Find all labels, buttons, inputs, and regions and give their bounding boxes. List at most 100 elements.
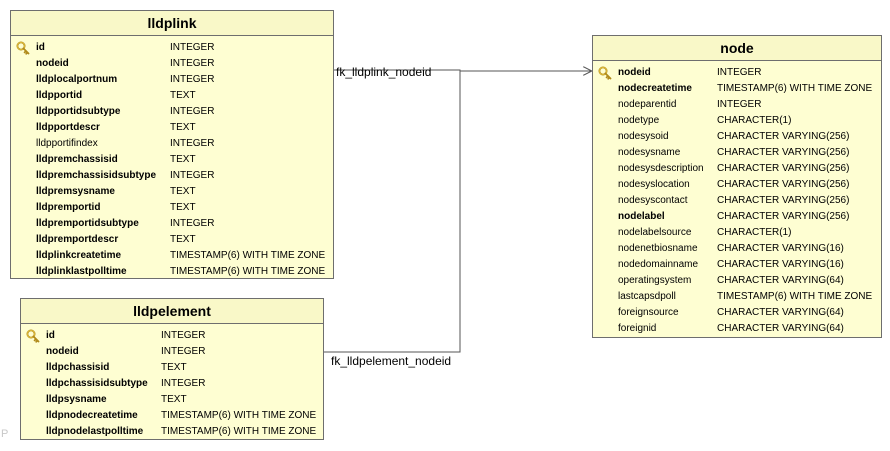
column-row: lldpnodelastpolltime TIMESTAMP(6) WITH TI… <box>21 424 323 440</box>
column-name: lldpportdescr <box>36 122 100 133</box>
column-type: TEXT <box>170 186 196 197</box>
column-name: nodedomainname <box>618 259 699 270</box>
column-type: CHARACTER VARYING(256) <box>717 195 850 206</box>
column-row: nodesysoid CHARACTER VARYING(256) <box>593 129 881 145</box>
column-type: INTEGER <box>717 67 762 78</box>
column-type: TEXT <box>170 202 196 213</box>
column-name: lldpremchassisidsubtype <box>36 170 157 181</box>
column-name: nodesyscontact <box>618 195 688 206</box>
column-row: nodetype CHARACTER(1) <box>593 113 881 129</box>
column-type: CHARACTER VARYING(256) <box>717 131 850 142</box>
column-type: TIMESTAMP(6) WITH TIME ZONE <box>717 83 873 94</box>
column-row: lldpremportdescr TEXT <box>11 232 333 248</box>
column-name: nodelabelsource <box>618 227 692 238</box>
entity-title: node <box>593 36 881 61</box>
column-type: INTEGER <box>161 378 206 389</box>
column-row: nodedomainname CHARACTER VARYING(16) <box>593 257 881 273</box>
watermark-text: P <box>1 428 9 440</box>
column-name: foreignid <box>618 323 657 334</box>
column-name: lldpchassisid <box>46 362 110 373</box>
column-type: TIMESTAMP(6) WITH TIME ZONE <box>717 291 873 302</box>
column-name: nodeid <box>618 67 651 78</box>
column-type: TIMESTAMP(6) WITH TIME ZONE <box>170 266 326 277</box>
column-name: lldpportifindex <box>36 138 98 149</box>
column-name: lldplinkcreatetime <box>36 250 122 261</box>
column-name: lldpsysname <box>46 394 107 405</box>
column-row: lldpchassisid TEXT <box>21 360 323 376</box>
column-type: INTEGER <box>170 42 215 53</box>
column-name: nodetype <box>618 115 660 126</box>
column-name: lldpnodecreatetime <box>46 410 138 421</box>
column-type: CHARACTER VARYING(256) <box>717 211 850 222</box>
column-type: TEXT <box>161 394 187 405</box>
entity-title: lldplink <box>11 11 333 36</box>
column-name: nodesysoid <box>618 131 669 142</box>
column-type: INTEGER <box>161 346 206 357</box>
column-type: TEXT <box>170 90 196 101</box>
column-type: CHARACTER(1) <box>717 115 792 126</box>
column-name: nodenetbiosname <box>618 243 698 254</box>
column-type: TEXT <box>170 122 196 133</box>
column-type: INTEGER <box>717 99 762 110</box>
column-type: CHARACTER VARYING(16) <box>717 259 844 270</box>
column-name: lldpremportdescr <box>36 234 119 245</box>
column-name: lldplocalportnum <box>36 74 118 85</box>
column-row: nodeid INTEGER <box>593 65 881 81</box>
connector-fk-lldpelement-nodeid <box>324 70 461 353</box>
column-type: INTEGER <box>170 170 215 181</box>
column-type: TEXT <box>161 362 187 373</box>
column-row: lldplinkcreatetime TIMESTAMP(6) WITH TIME… <box>11 248 333 264</box>
entity-title: lldpelement <box>21 299 323 324</box>
column-type: CHARACTER VARYING(256) <box>717 147 850 158</box>
column-type: INTEGER <box>170 138 215 149</box>
column-name: lldpremchassisid <box>36 154 118 165</box>
column-row: lldplinklastpolltime TIMESTAMP(6) WITH TI… <box>11 264 333 280</box>
column-name: id <box>46 330 55 341</box>
column-row: lldpremportid TEXT <box>11 200 333 216</box>
column-name: nodeparentid <box>618 99 677 110</box>
column-row: lldpchassisidsubtype INTEGER <box>21 376 323 392</box>
column-row: nodesyscontact CHARACTER VARYING(256) <box>593 193 881 209</box>
column-name: lldpportidsubtype <box>36 106 121 117</box>
column-type: TIMESTAMP(6) WITH TIME ZONE <box>170 250 326 261</box>
relationship-label: fk_lldpelement_nodeid <box>331 354 452 368</box>
column-name: lldplinklastpolltime <box>36 266 127 277</box>
column-name: operatingsystem <box>618 275 692 286</box>
column-name: lldpnodelastpolltime <box>46 426 144 437</box>
column-name: lastcapsdpoll <box>618 291 676 302</box>
column-name: lldpchassisidsubtype <box>46 378 148 389</box>
column-type: CHARACTER VARYING(64) <box>717 275 844 286</box>
column-type: TEXT <box>170 234 196 245</box>
column-row: lastcapsdpoll TIMESTAMP(6) WITH TIME ZONE <box>593 289 881 305</box>
column-name: lldpremportid <box>36 202 101 213</box>
column-type: CHARACTER VARYING(256) <box>717 163 850 174</box>
column-name: id <box>36 42 45 53</box>
column-row: lldpremchassisidsubtype INTEGER <box>11 168 333 184</box>
column-type: TIMESTAMP(6) WITH TIME ZONE <box>161 426 317 437</box>
column-type: INTEGER <box>170 106 215 117</box>
column-name: nodelabel <box>618 211 665 222</box>
column-type: TIMESTAMP(6) WITH TIME ZONE <box>161 410 317 421</box>
column-row: lldpsysname TEXT <box>21 392 323 408</box>
column-type: CHARACTER VARYING(64) <box>717 323 844 334</box>
column-row: lldpportidsubtype INTEGER <box>11 104 333 120</box>
relationship-label: fk_lldplink_nodeid <box>336 65 432 79</box>
column-row: nodeparentid INTEGER <box>593 97 881 113</box>
